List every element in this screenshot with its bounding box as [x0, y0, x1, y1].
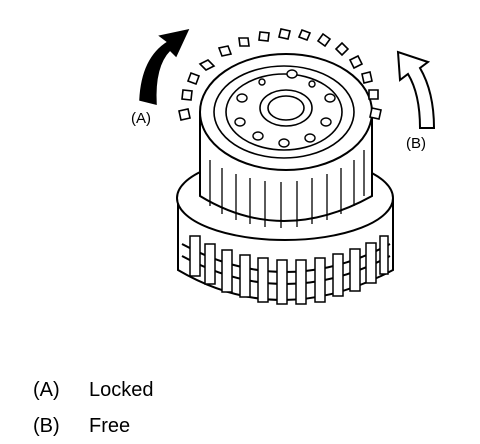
- bolt-holes: [234, 69, 336, 148]
- rotation-arrow-b: [396, 50, 436, 129]
- legend-key-a: (A): [33, 379, 60, 401]
- rotation-arrow-a: [139, 28, 190, 105]
- gear-face: [213, 65, 355, 159]
- drum-splines: [189, 235, 389, 305]
- one-way-clutch-diagram: (A) (B): [131, 28, 436, 305]
- legend-item-b: (B) Free: [33, 408, 154, 444]
- legend-label-a: Locked: [89, 379, 154, 401]
- gear-teeth: [178, 28, 382, 121]
- legend-label-b: Free: [89, 415, 131, 437]
- callout-a-label: (A): [131, 110, 151, 127]
- gear-side-teeth: [209, 150, 365, 228]
- callout-b-label: (B): [406, 135, 426, 152]
- legend: (A) Locked (B) Free: [33, 372, 154, 444]
- legend-item-a: (A) Locked: [33, 372, 154, 408]
- legend-key-b: (B): [33, 415, 60, 437]
